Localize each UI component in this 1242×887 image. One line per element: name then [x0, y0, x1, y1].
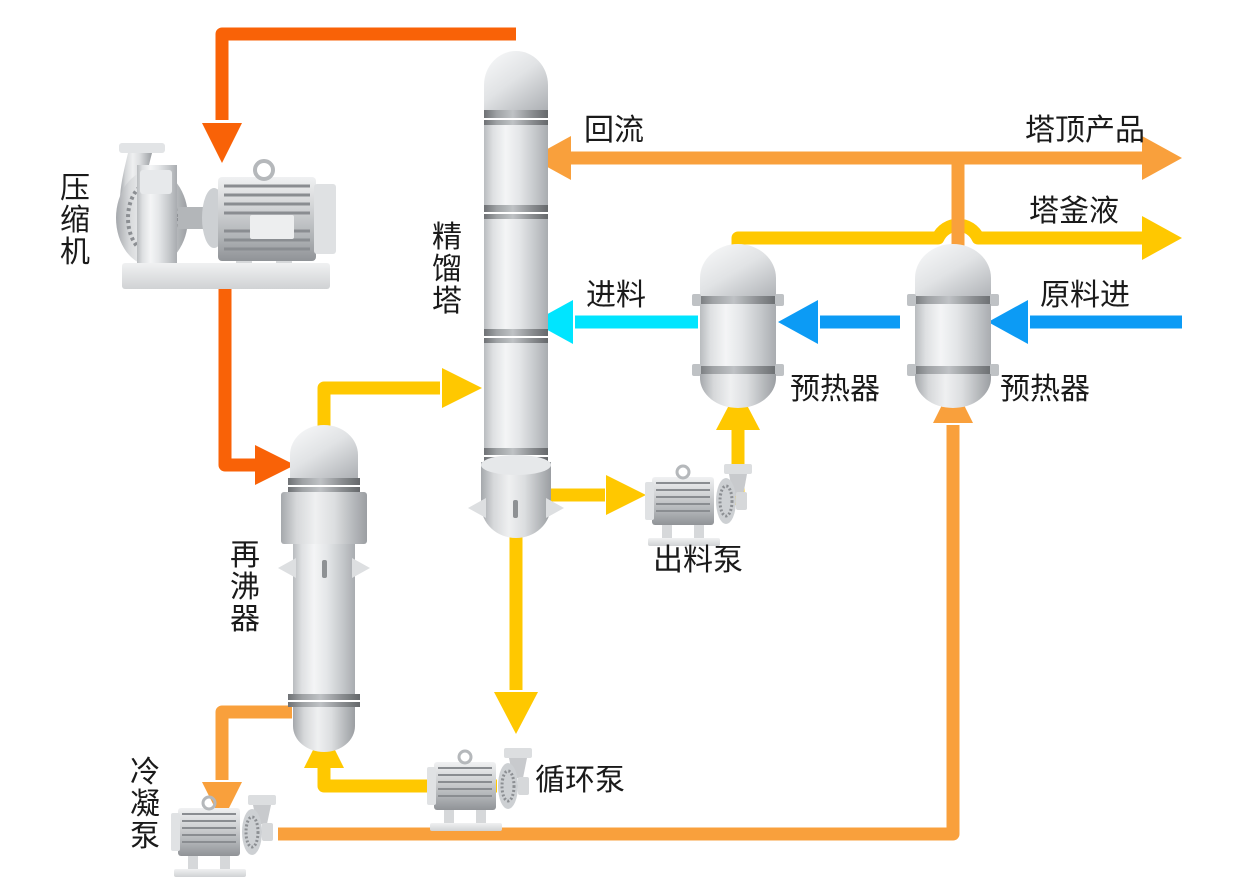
equipment-preheater-left[interactable]: [692, 244, 784, 408]
stream-overhead-vapor: [202, 27, 516, 163]
stream-raw-feed-in: [988, 300, 1182, 344]
equipment-reboiler[interactable]: [278, 425, 370, 752]
label-raw-feed-in: 原料进: [1040, 278, 1130, 313]
equipment-circulation-pump[interactable]: [427, 748, 532, 831]
stream-column-bottoms-circ: [494, 520, 538, 734]
equipment-preheater-right[interactable]: [907, 244, 999, 408]
stream-condensate-to-preheater: [278, 383, 973, 841]
label-circulation-pump: 循环泵: [535, 763, 625, 798]
stream-top-product-header: [531, 136, 1182, 180]
equipment-distillation-column[interactable]: [468, 51, 564, 538]
label-reflux: 回流: [584, 113, 644, 148]
label-column: 精 馏 塔: [432, 220, 462, 319]
stream-column-bottoms-out: [545, 475, 646, 515]
label-compressor: 压 缩 机: [60, 171, 90, 270]
label-top-product: 塔顶产品: [1025, 113, 1145, 148]
label-condensate-pump: 冷 凝 泵: [130, 755, 160, 854]
stream-lines: [202, 27, 1182, 841]
stream-condensate: [202, 705, 292, 822]
label-discharge-pump: 出料泵: [653, 543, 743, 578]
stream-compressed-vapor: [218, 284, 295, 485]
label-bottoms-liquid: 塔釜液: [1029, 194, 1119, 229]
label-feed: 进料: [586, 278, 646, 313]
label-preheater-left: 预热器: [790, 372, 880, 407]
label-reboiler: 再 沸 器: [230, 538, 260, 637]
stream-feed-to-column: [533, 300, 698, 344]
stream-preheater2-to-preheater1: [778, 300, 900, 344]
label-preheater-right: 预热器: [1000, 372, 1090, 407]
equipment-compressor[interactable]: [116, 143, 336, 289]
equipment-discharge-pump[interactable]: [645, 464, 752, 546]
equipment-condensate-pump[interactable]: [171, 795, 276, 877]
